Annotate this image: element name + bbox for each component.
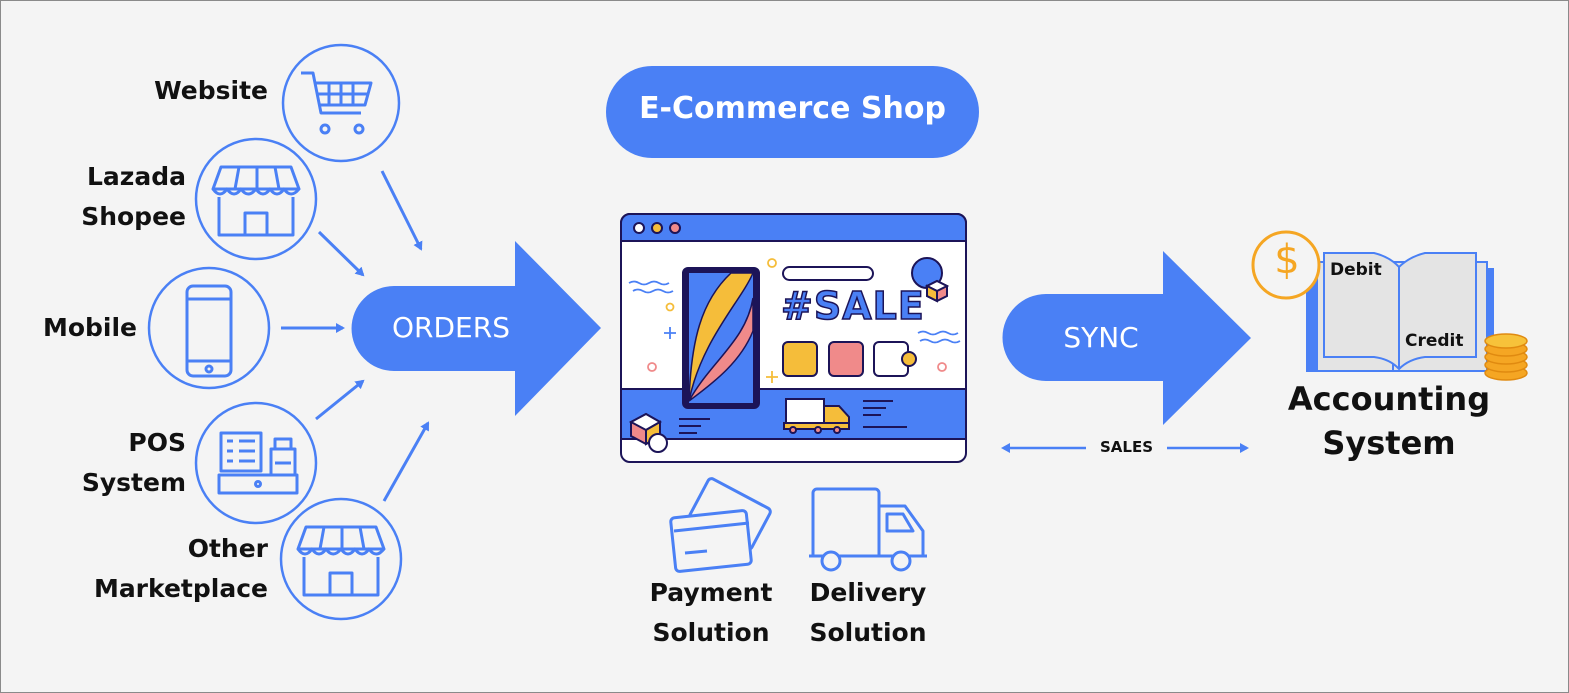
label-line: System <box>1322 424 1456 462</box>
coin-stack-icon <box>1484 333 1528 381</box>
sale-banner-text: #SALE <box>780 283 925 329</box>
title: E-Commerce Shop <box>639 91 946 126</box>
label-line: Shopee <box>81 202 186 231</box>
label-line: Solution <box>652 618 770 647</box>
sync-label: SYNC <box>1063 321 1139 354</box>
online-shop-illustration <box>620 213 967 463</box>
label-line: System <box>81 468 186 497</box>
cash-register-icon <box>217 431 299 495</box>
lazada-shopee-circle <box>194 137 318 261</box>
sync-arrow <box>1002 251 1251 425</box>
pos-circle <box>194 401 318 525</box>
shopping-cart-icon <box>301 71 373 135</box>
orders-arrow <box>351 241 601 416</box>
credit-card-icon <box>669 477 772 573</box>
channel-label-website: Website <box>154 71 268 111</box>
label-line: Accounting <box>1287 380 1491 418</box>
orders-label: ORDERS <box>392 311 510 344</box>
channel-arrows <box>281 170 430 502</box>
label-line: Mobile <box>42 313 137 342</box>
label-line: Lazada <box>87 162 186 191</box>
label-line: Payment <box>649 578 773 607</box>
other-marketplace-circle <box>279 497 403 621</box>
debit-label: Debit <box>1330 260 1382 280</box>
dollar-sign-icon: $ <box>1274 237 1300 283</box>
channel-label-mobile: Mobile <box>43 308 137 348</box>
label-line: Marketplace <box>93 574 268 603</box>
label-line: Solution <box>809 618 927 647</box>
channel-label-pos-system: POS System <box>82 423 186 503</box>
mobile-circle <box>147 266 271 390</box>
delivery-truck-icon <box>809 487 927 572</box>
label-line: Delivery <box>809 578 927 607</box>
label-line: Other <box>187 534 268 563</box>
label-line: Website <box>154 76 268 105</box>
ledger-book-icon <box>1306 252 1494 372</box>
sales-label: SALES <box>1099 438 1154 456</box>
label-line: POS <box>128 428 186 457</box>
storefront-icon <box>296 525 386 597</box>
storefront-icon <box>211 165 301 237</box>
title-pill <box>606 66 979 158</box>
credit-label: Credit <box>1405 331 1464 351</box>
smartphone-icon <box>185 284 233 378</box>
dollar-coin-icon <box>1251 230 1321 300</box>
decorations <box>628 258 961 383</box>
